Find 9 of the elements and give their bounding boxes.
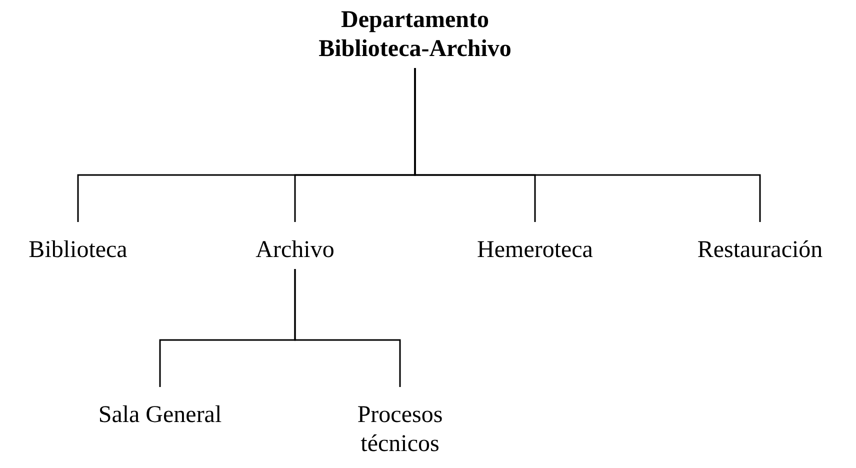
connector-line <box>294 269 401 387</box>
title-label: Departamento Biblioteca-Archivo <box>318 6 512 64</box>
department-label: Hemeroteca <box>477 236 593 265</box>
department-label: Archivo <box>256 236 334 265</box>
department-label: Procesos técnicos <box>356 401 444 459</box>
department-label: Sala General <box>98 401 222 430</box>
department-label: Biblioteca <box>28 236 128 265</box>
connector-line <box>414 68 761 222</box>
department-label: Restauración <box>697 236 823 265</box>
